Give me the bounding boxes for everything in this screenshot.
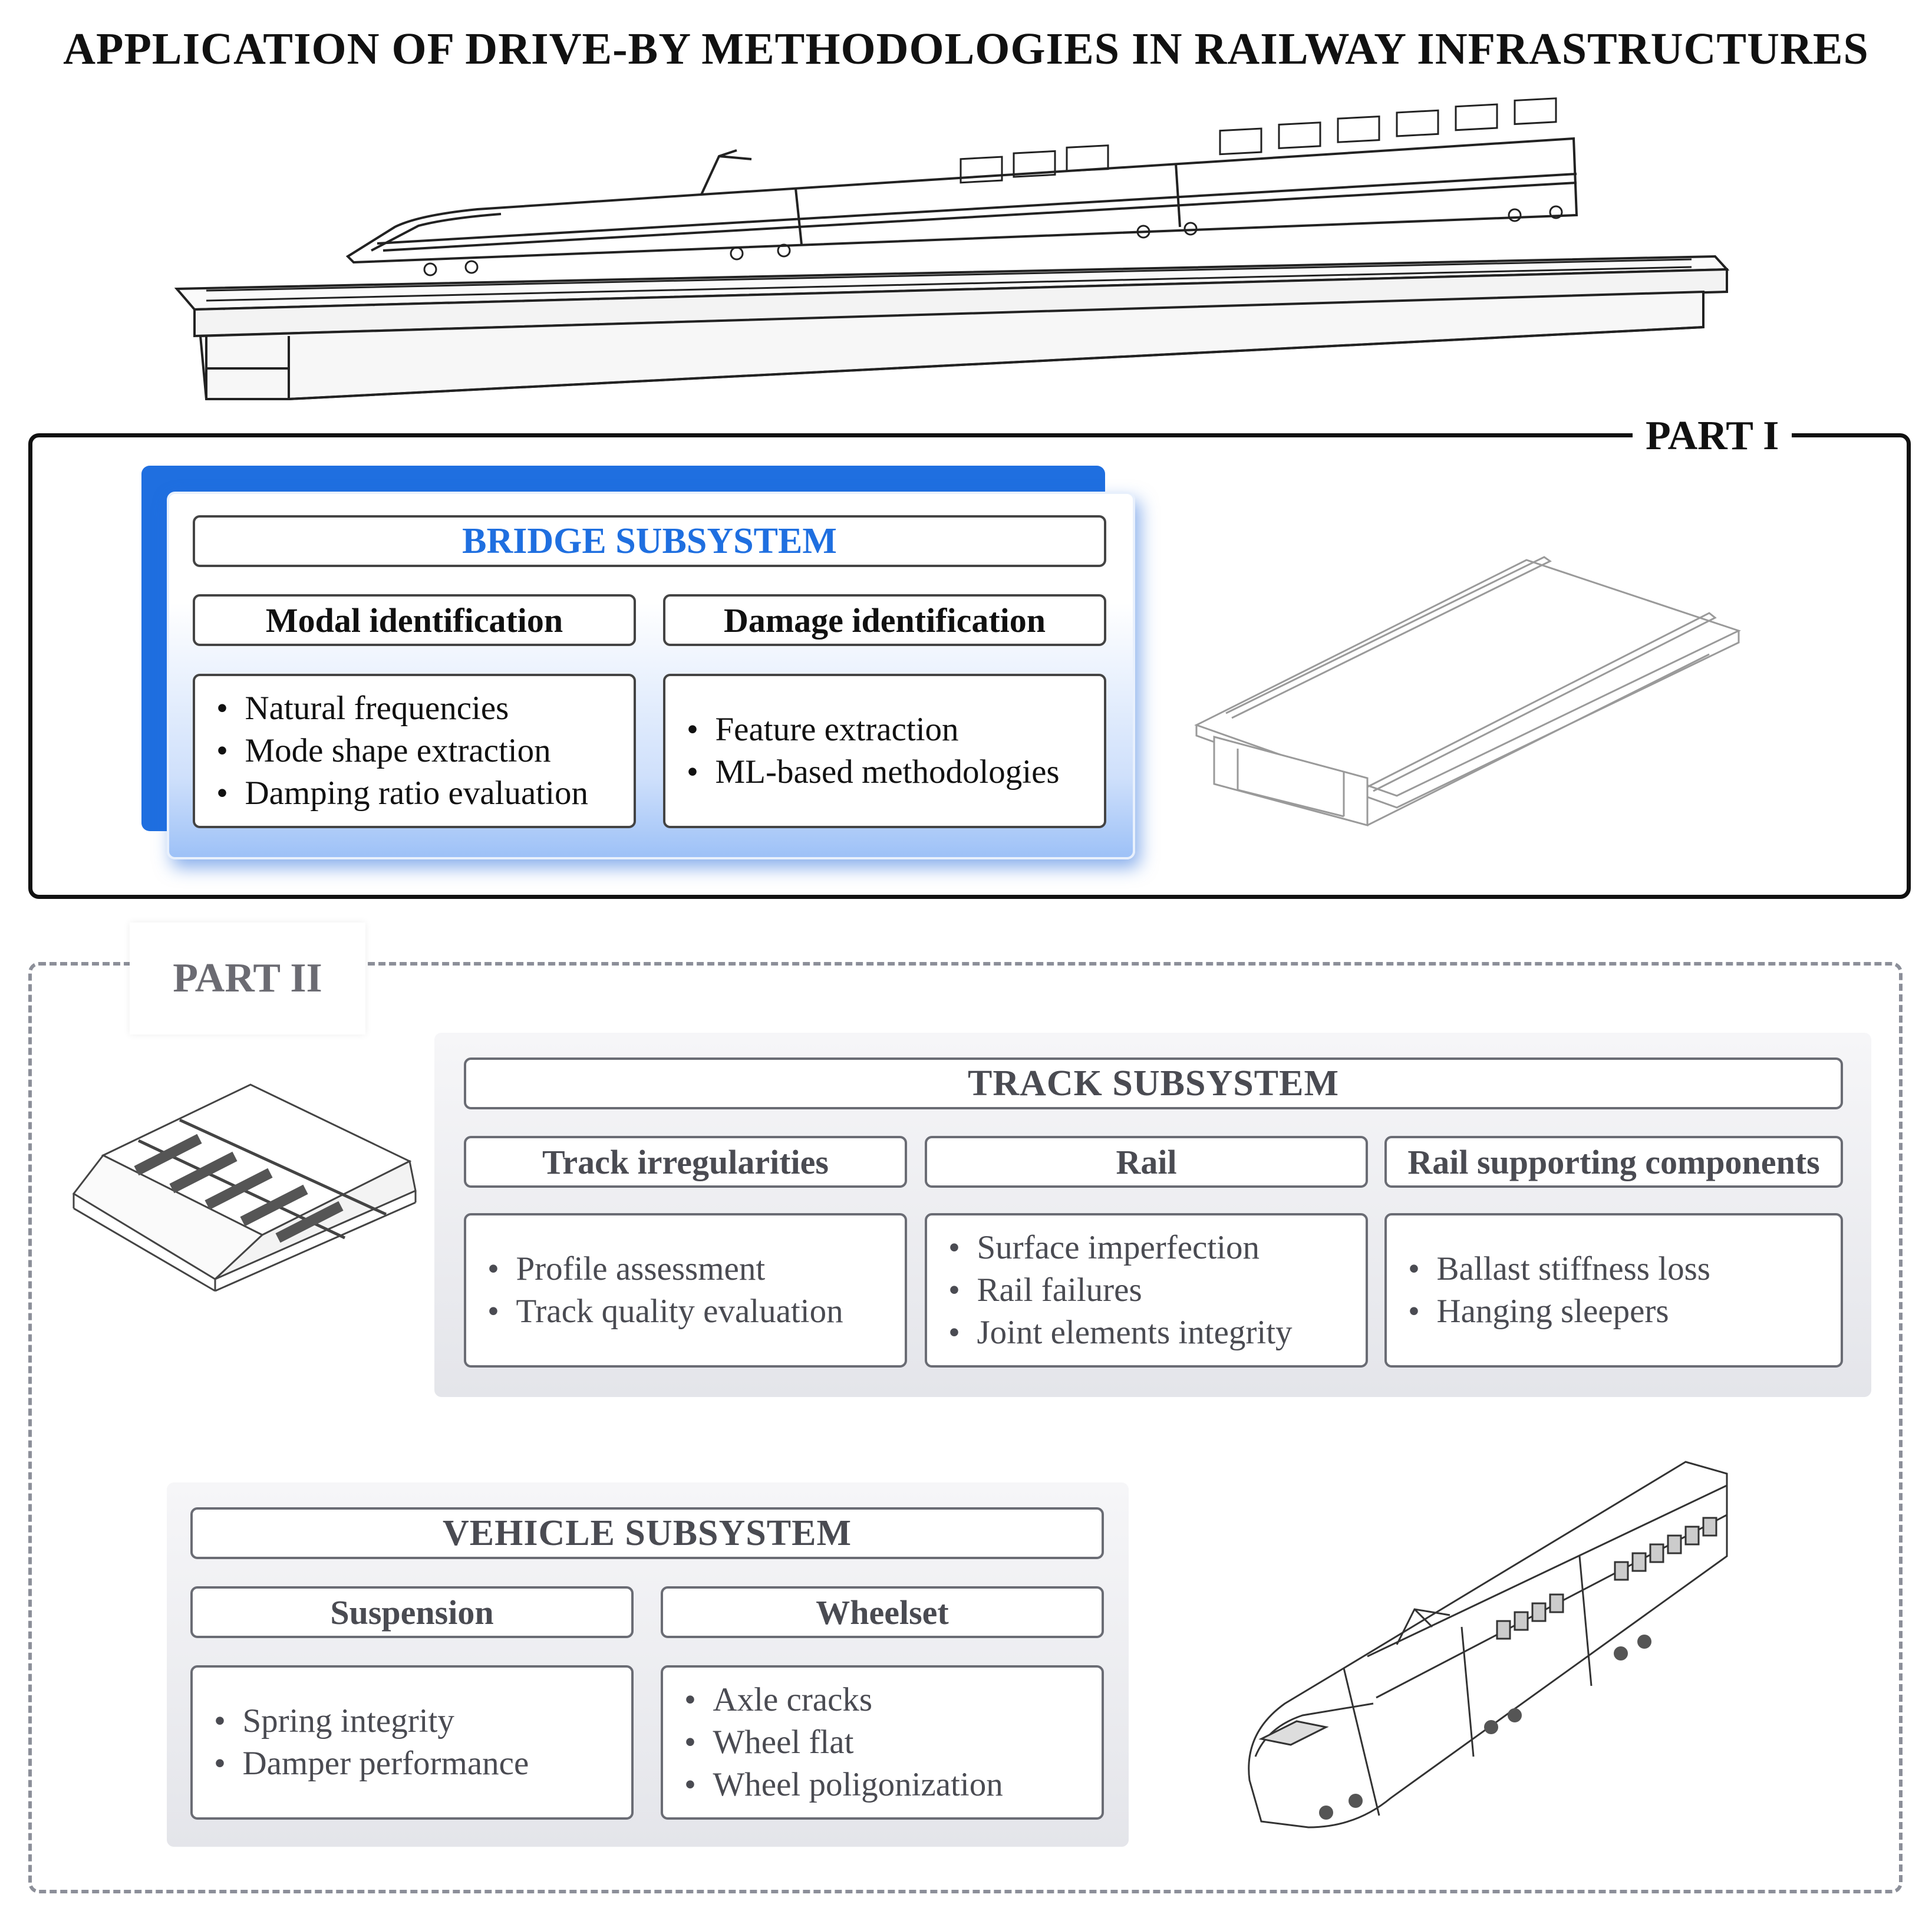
suspension-list: Spring integrity Damper performance <box>190 1665 634 1820</box>
list-item: Surface imperfection <box>948 1227 1366 1269</box>
ballast-track-illustration <box>72 1083 417 1292</box>
modal-list: Natural frequencies Mode shape extractio… <box>193 674 636 828</box>
list-item: Joint elements integrity <box>948 1312 1366 1354</box>
bridge-subsystem-card: BRIDGE SUBSYSTEM Modal identification Da… <box>167 492 1135 859</box>
main-title: APPLICATION OF DRIVE-BY METHODOLOGIES IN… <box>63 24 1869 74</box>
wheelset-header: Wheelset <box>661 1586 1104 1638</box>
suspension-header: Suspension <box>190 1586 634 1638</box>
list-item: Track quality evaluation <box>487 1290 905 1333</box>
track-subsystem-panel: TRACK SUBSYSTEM Track irregularities Rai… <box>434 1033 1871 1397</box>
high-speed-train-illustration <box>1248 1461 1728 1829</box>
list-item: Wheel flat <box>684 1721 1102 1764</box>
rail-header: Rail <box>925 1136 1368 1188</box>
bridge-title-box: BRIDGE SUBSYSTEM <box>193 515 1106 567</box>
rail-list: Surface imperfection Rail failures Joint… <box>925 1213 1368 1368</box>
track-title: TRACK SUBSYSTEM <box>968 1063 1339 1103</box>
modal-header: Modal identification <box>193 594 636 646</box>
list-item: Spring integrity <box>214 1700 631 1742</box>
rail-supporting-list: Ballast stiffness loss Hanging sleepers <box>1384 1213 1843 1368</box>
list-item: Rail failures <box>948 1269 1366 1312</box>
list-item: Damping ratio evaluation <box>216 772 634 815</box>
damage-header: Damage identification <box>663 594 1106 646</box>
bridge-deck-illustration <box>1194 556 1741 826</box>
part1-frame <box>28 433 1911 899</box>
rail-supporting-header: Rail supporting components <box>1384 1136 1843 1188</box>
part2-label: PART II <box>130 923 365 1035</box>
track-irregularities-header: Track irregularities <box>464 1136 907 1188</box>
part1-label: PART I <box>1633 413 1792 460</box>
list-item: Feature extraction <box>687 709 1104 751</box>
damage-list: Feature extraction ML-based methodologie… <box>663 674 1106 828</box>
vehicle-subsystem-panel: VEHICLE SUBSYSTEM Suspension Wheelset Sp… <box>167 1482 1129 1847</box>
list-item: Axle cracks <box>684 1679 1102 1721</box>
vehicle-title-box: VEHICLE SUBSYSTEM <box>190 1507 1104 1559</box>
track-irregularities-list: Profile assessment Track quality evaluat… <box>464 1213 907 1368</box>
train-on-bridge-illustration <box>174 97 1730 400</box>
track-title-box: TRACK SUBSYSTEM <box>464 1057 1843 1109</box>
list-item: Hanging sleepers <box>1408 1290 1841 1333</box>
list-item: Natural frequencies <box>216 687 634 730</box>
vehicle-title: VEHICLE SUBSYSTEM <box>442 1513 852 1553</box>
list-item: Mode shape extraction <box>216 730 634 772</box>
part2-frame <box>28 962 1903 1893</box>
bridge-title: BRIDGE SUBSYSTEM <box>462 520 837 561</box>
list-item: Ballast stiffness loss <box>1408 1248 1841 1290</box>
list-item: Damper performance <box>214 1742 631 1785</box>
list-item: Wheel poligonization <box>684 1764 1102 1806</box>
list-item: ML-based methodologies <box>687 751 1104 793</box>
list-item: Profile assessment <box>487 1248 905 1290</box>
wheelset-list: Axle cracks Wheel flat Wheel poligonizat… <box>661 1665 1104 1820</box>
